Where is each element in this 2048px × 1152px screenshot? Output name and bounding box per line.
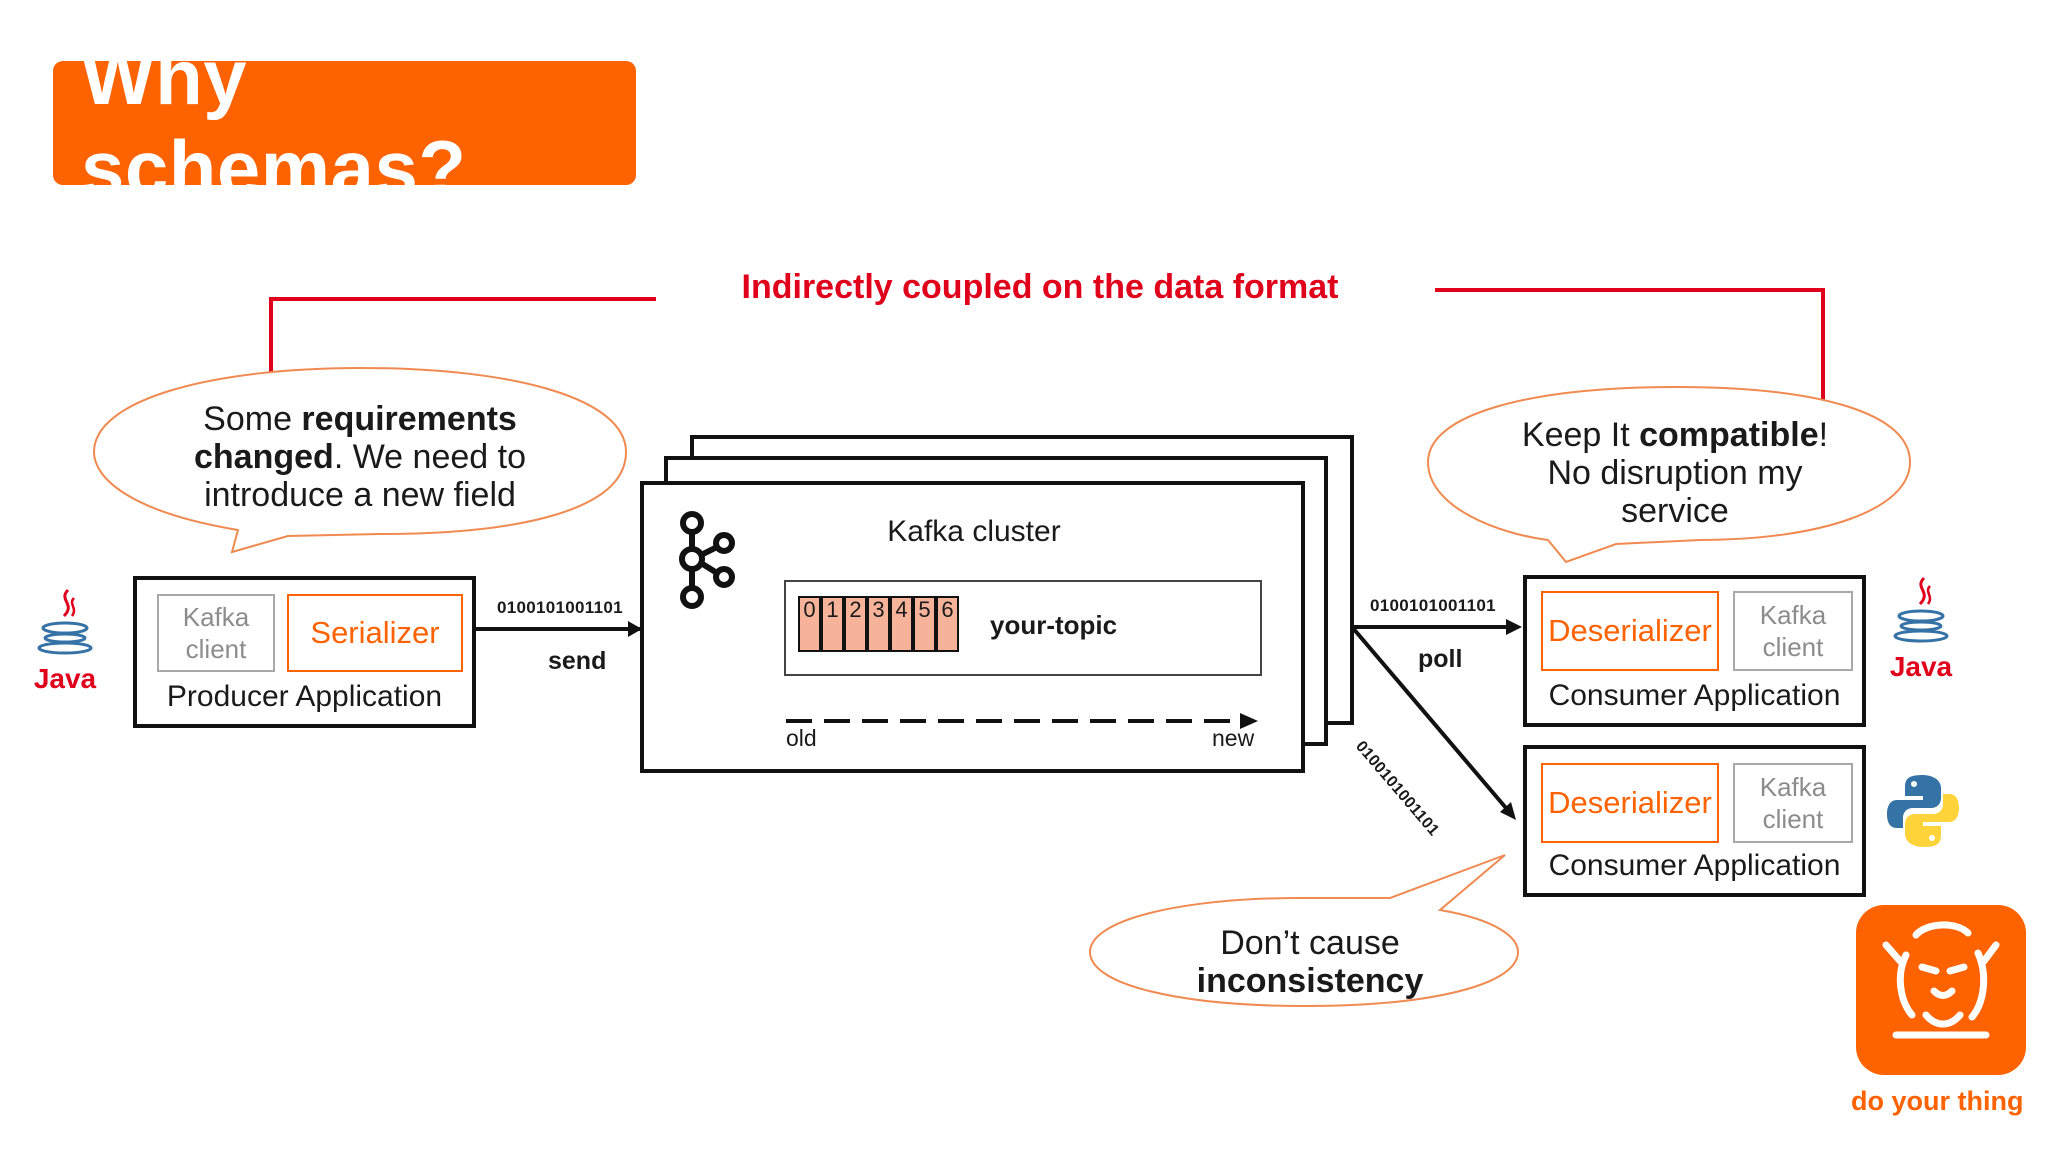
consistency-bubble-bold: inconsistency	[1196, 962, 1424, 1000]
consumer-bubble-line1: Keep It	[1521, 416, 1640, 454]
partition-4: 4	[890, 596, 913, 652]
kafka-logo-icon	[679, 511, 735, 609]
producer-bubble: Some requirements changed. We need to in…	[120, 400, 600, 514]
deserializer-python: Deserializer	[1541, 763, 1719, 843]
producer-application[interactable]: Kafka client Serializer Producer Applica…	[133, 576, 476, 728]
java-logo-consumer: Java	[1888, 576, 1954, 683]
partition-log: 0 1 2 3 4 5 6	[798, 596, 968, 652]
timeline-arrow	[786, 713, 1258, 729]
java-cup-icon	[1893, 576, 1949, 643]
coupling-bracket-left	[269, 297, 656, 375]
consumer-python-kafka-client: Kafka client	[1733, 763, 1853, 843]
consumer-bubble-line1-post: !	[1818, 416, 1829, 454]
partition-3: 3	[867, 596, 890, 652]
partition-5: 5	[913, 596, 936, 652]
poll-label: poll	[1418, 645, 1463, 673]
poll-binary: 0100101001101	[1370, 596, 1496, 615]
consumer-python-app-label: Consumer Application	[1548, 849, 1841, 882]
producer-bubble-bold1: requirements	[301, 400, 517, 438]
producer-bubble-line1: Some	[203, 400, 302, 438]
consistency-bubble-line1: Don’t cause	[1220, 924, 1400, 962]
coupling-label: Indirectly coupled on the data format	[741, 268, 1339, 306]
consumer-bubble-line3: service	[1621, 492, 1729, 530]
brand-tagline: do your thing	[1851, 1086, 2024, 1116]
partition-2: 2	[844, 596, 867, 652]
java-logo-producer: Java	[32, 588, 98, 695]
python-logo-icon	[1887, 775, 1959, 847]
timeline-old: old	[786, 725, 817, 751]
serializer: Serializer	[287, 594, 463, 672]
consumer-application-python[interactable]: Deserializer Kafka client Consumer Appli…	[1523, 745, 1866, 897]
kafka-cluster: Kafka cluster 0 1 2 3 4 5 6 your-topic o…	[640, 481, 1305, 773]
consumer-bubble-line2: No disruption my	[1547, 454, 1803, 492]
producer-kafka-client: Kafka client	[157, 594, 275, 672]
java-logo-producer-label: Java	[33, 663, 97, 694]
slide-title: Why schemas?	[53, 33, 636, 212]
poll-arrow-python	[1350, 625, 1508, 810]
lion-logo-icon	[1882, 921, 2000, 1039]
topic-name: your-topic	[990, 610, 1118, 640]
slide-title-text: Why schemas?	[81, 33, 467, 212]
consistency-bubble: Don’t cause inconsistency	[1110, 924, 1510, 1000]
partition-1: 1	[821, 596, 844, 652]
consumer-bubble-bold: compatible	[1639, 416, 1819, 454]
java-logo-consumer-label: Java	[1889, 651, 1953, 682]
consumer-bubble-shape	[1426, 385, 1912, 564]
java-cup-icon	[37, 588, 93, 655]
producer-bubble-line3: introduce a new field	[204, 476, 516, 514]
coupling-bracket-right	[1435, 288, 1825, 405]
send-label: send	[548, 647, 607, 675]
producer-bubble-bold2: changed	[194, 438, 334, 476]
consumer-java-kafka-client: Kafka client	[1733, 591, 1853, 671]
consistency-bubble-shape	[1088, 854, 1520, 1008]
consumer-application-java[interactable]: Deserializer Kafka client Consumer Appli…	[1523, 575, 1866, 727]
timeline-new: new	[1212, 725, 1255, 751]
brand-logo	[1856, 905, 2026, 1075]
cluster-name: Kafka cluster	[887, 515, 1061, 548]
send-binary: 0100101001101	[497, 598, 623, 617]
producer-bubble-line2: . We need to	[333, 438, 526, 476]
partition-6: 6	[936, 596, 959, 652]
consumer-bubble: Keep It compatible! No disruption my ser…	[1440, 416, 1910, 530]
producer-app-label: Producer Application	[166, 680, 443, 713]
partition-0: 0	[798, 596, 821, 652]
deserializer-java: Deserializer	[1541, 591, 1719, 671]
consumer-java-app-label: Consumer Application	[1548, 679, 1841, 712]
producer-bubble-shape	[92, 366, 628, 554]
topic-box: 0 1 2 3 4 5 6 your-topic	[784, 580, 1262, 676]
